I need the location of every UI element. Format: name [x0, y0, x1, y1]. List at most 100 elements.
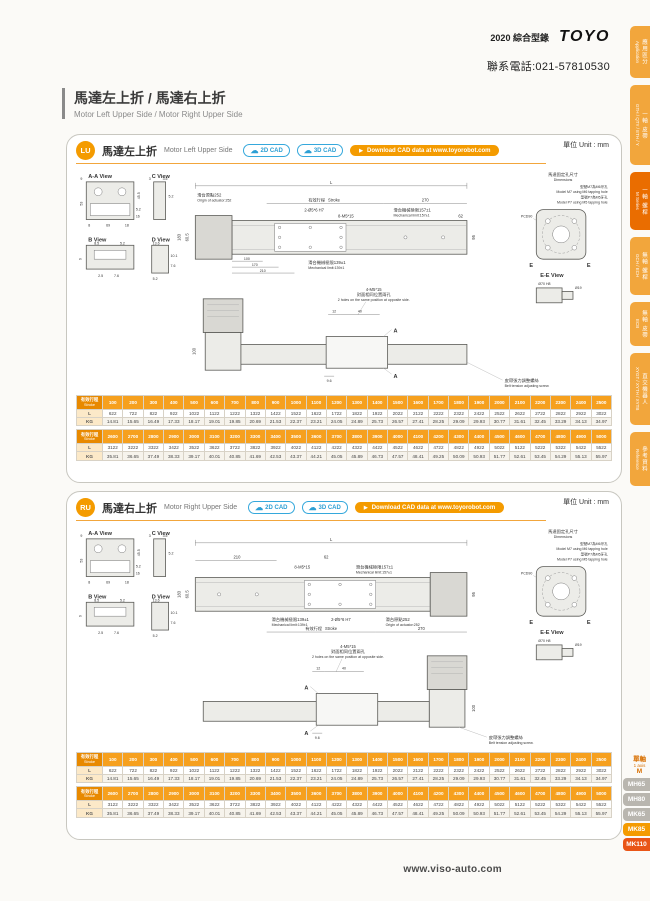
section-cut-e: E — [529, 263, 533, 269]
side-tab-xy-series[interactable]: 直交機器人 XYGT / XYTH / XYTB — [630, 353, 650, 425]
section-cut-e: E — [587, 263, 591, 269]
value-cell: 4522 — [387, 442, 409, 453]
value-cell: 19.01 — [203, 416, 226, 427]
cad-3d-label: 3D CAD — [313, 147, 337, 154]
stroke-col: 3700 — [325, 786, 348, 801]
svg-text:13.6: 13.6 — [153, 241, 160, 245]
value-cell: 5322 — [549, 442, 572, 453]
section-header: LU 馬達左上折 Motor Left Upper Side ☁2D CAD ☁… — [76, 140, 546, 164]
stroke-col: 2900 — [163, 786, 185, 801]
stroke-col: 2400 — [570, 395, 592, 410]
side-tab-gth-series[interactable]: 一軸 皮帶 GTH / QTY / ETH / Y — [630, 85, 650, 165]
model-tab-mk65[interactable]: MK65 — [623, 808, 650, 821]
value-cell: 40.01 — [203, 451, 226, 461]
svg-text:2-Ø5*6 H7: 2-Ø5*6 H7 — [304, 208, 324, 213]
value-cell: 36.65 — [122, 808, 144, 818]
stroke-col: 700 — [224, 395, 246, 410]
side-tab-application[interactable]: 應用區分 Application — [630, 26, 650, 78]
value-cell: 17.33 — [163, 416, 185, 427]
svg-text:7.6: 7.6 — [171, 264, 176, 268]
cad-2d-button[interactable]: ☁2D CAD — [248, 501, 295, 514]
value-cell: 44.21 — [305, 451, 327, 461]
value-cell: 4322 — [346, 442, 368, 453]
cad-2d-button[interactable]: ☁2D CAD — [243, 144, 290, 157]
value-cell: 24.05 — [325, 773, 348, 784]
side-tab-reference[interactable]: 參考資料 Reference — [630, 432, 650, 486]
value-cell: 46.73 — [366, 808, 389, 818]
section-subtitle: Motor Right Upper Side — [164, 504, 238, 511]
value-cell: 48.41 — [407, 451, 429, 461]
model-tab-mh80[interactable]: MH80 — [623, 793, 650, 806]
value-cell: 19.01 — [203, 773, 226, 784]
value-cell: 4722 — [427, 799, 450, 810]
value-cell: 2522 — [488, 408, 511, 419]
value-cell: 43.37 — [285, 808, 307, 818]
stroke-col: 1800 — [448, 752, 470, 767]
value-cell: 622 — [101, 765, 124, 776]
cad-3d-button[interactable]: ☁3D CAD — [296, 144, 344, 157]
value-cell: 48.41 — [407, 808, 429, 818]
value-cell: 39.17 — [183, 808, 205, 818]
stroke-col: 3300 — [244, 429, 266, 444]
cad-3d-button[interactable]: ☁3D CAD — [301, 501, 348, 514]
download-cad-link[interactable]: ▶Download CAD data at www.toyorobot.com — [350, 145, 500, 156]
stroke-col: 1200 — [325, 395, 348, 410]
tab-sublabel: GCH / ECH — [635, 254, 640, 278]
value-cell: 4022 — [285, 442, 307, 453]
stroke-col: 400 — [163, 395, 185, 410]
motor-body — [426, 655, 468, 690]
side-tab-m-series[interactable]: 一軸 螺桿 M Series — [630, 172, 650, 230]
value-cell: 20.69 — [244, 416, 266, 427]
stroke-col: 1000 — [285, 395, 307, 410]
value-cell: 4622 — [407, 799, 429, 810]
value-cell: 19.85 — [224, 773, 246, 784]
value-cell: 1122 — [203, 765, 226, 776]
b-view-label: B View — [88, 237, 107, 243]
value-cell: 16.49 — [142, 773, 165, 784]
download-label: Download CAD data at www.toyorobot.com — [367, 147, 491, 154]
value-cell: 32.45 — [529, 773, 551, 784]
value-cell: 22.37 — [285, 416, 307, 427]
stroke-col: 1700 — [427, 395, 450, 410]
stroke-col: 2400 — [570, 752, 592, 767]
value-cell: 822 — [142, 408, 165, 419]
side-tab-ecb-series[interactable]: 無軸 皮帶 ECB — [630, 302, 650, 346]
stroke-col: 4900 — [570, 429, 592, 444]
stroke-col: 2200 — [529, 752, 551, 767]
svg-text:12: 12 — [332, 310, 336, 314]
value-cell: 26.57 — [387, 773, 409, 784]
value-cell: 5122 — [509, 799, 531, 810]
stroke-col: 4100 — [407, 429, 429, 444]
ru-technical-drawing: L 210 62 8-M5*15 滑台機械極限157±1 Mechanical … — [77, 527, 609, 745]
section-title: 馬達左上折 — [102, 145, 157, 158]
value-cell: 15.65 — [122, 416, 144, 427]
stroke-col: 2600 — [101, 786, 124, 801]
value-cell: 4422 — [366, 442, 389, 453]
stroke-col: 4000 — [387, 429, 409, 444]
model-tab-mk110[interactable]: MK110 — [623, 838, 650, 851]
rail-body — [231, 220, 468, 255]
stroke-col: 3100 — [203, 429, 226, 444]
stroke-col: 1600 — [407, 752, 429, 767]
value-cell: 3122 — [101, 799, 124, 810]
value-cell: 2422 — [468, 408, 490, 419]
svg-text:5.2: 5.2 — [169, 195, 174, 199]
stroke-col: 2600 — [101, 429, 124, 444]
motor-flange-drawing: 馬達固定孔尺寸 Dimensions 型號M7為M6牙孔 Model M7 us… — [521, 171, 608, 304]
carriage — [325, 336, 389, 369]
stroke-col: 4400 — [468, 786, 490, 801]
value-cell: 5322 — [549, 799, 572, 810]
model-tab-mh65[interactable]: MH65 — [623, 778, 650, 791]
origin-label: 滑台原點252 — [197, 192, 222, 199]
motor-body — [202, 298, 244, 333]
model-tab-mk85[interactable]: MK85 — [623, 823, 650, 836]
tab-sublabel: Reference — [635, 448, 640, 470]
side-tab-gch-series[interactable]: 無軸 螺桿 GCH / ECH — [630, 237, 650, 295]
value-cell: 29.93 — [468, 773, 490, 784]
svg-text:12: 12 — [316, 667, 320, 671]
value-cell: 23.21 — [305, 416, 327, 427]
ee-view-label: E-E View — [540, 273, 564, 279]
download-cad-link[interactable]: ▶Download CAD data at www.toyorobot.com — [354, 502, 505, 513]
value-cell: 53.45 — [529, 451, 551, 461]
